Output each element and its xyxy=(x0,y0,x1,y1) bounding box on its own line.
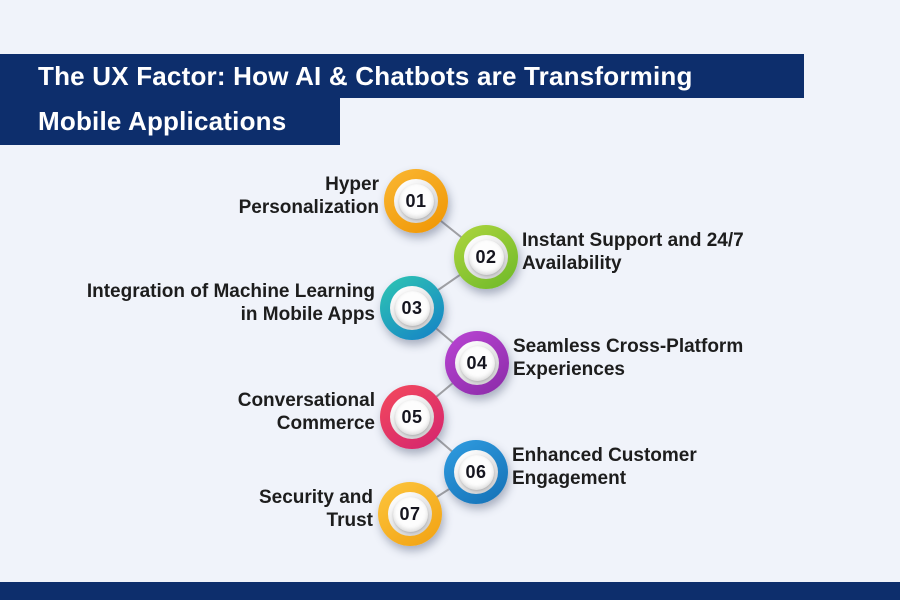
step-circle-06: 06 xyxy=(444,440,508,504)
step-label-line: in Mobile Apps xyxy=(240,304,375,325)
step-label-line: Seamless Cross-Platform xyxy=(513,336,744,357)
step-circle-bevel: 04 xyxy=(455,341,499,385)
step-circle-bevel: 06 xyxy=(454,450,498,494)
step-circle-face: 06 xyxy=(458,454,494,490)
step-circle-03: 03 xyxy=(380,276,444,340)
step-label-line: Commerce xyxy=(276,413,375,434)
step-label-line: Personalization xyxy=(238,197,379,218)
step-label-line: Trust xyxy=(326,510,373,531)
step-circle-bevel: 02 xyxy=(464,235,508,279)
step-circle-05: 05 xyxy=(380,385,444,449)
step-number: 04 xyxy=(466,352,488,373)
step-number: 06 xyxy=(465,461,487,482)
step-circle-bevel: 01 xyxy=(394,179,438,223)
title-banner-line1: The UX Factor: How AI & Chatbots are Tra… xyxy=(0,54,804,98)
step-circle-01: 01 xyxy=(384,169,448,233)
step-circle-bevel: 07 xyxy=(388,492,432,536)
step-circle-04: 04 xyxy=(445,331,509,395)
step-number: 01 xyxy=(405,190,427,211)
step-circle-face: 02 xyxy=(468,239,504,275)
step-circle-face: 01 xyxy=(398,183,434,219)
step-circle-bevel: 05 xyxy=(390,395,434,439)
step-circle-bevel: 03 xyxy=(390,286,434,330)
step-label-line: Availability xyxy=(522,253,622,274)
page-title-line1: The UX Factor: How AI & Chatbots are Tra… xyxy=(38,60,693,91)
step-label-line: Enhanced Customer xyxy=(512,445,697,466)
page-title-line2: Mobile Applications xyxy=(38,106,287,136)
step-number: 05 xyxy=(401,406,423,427)
step-circle-07: 07 xyxy=(378,482,442,546)
step-circle-face: 05 xyxy=(394,399,430,435)
step-number: 02 xyxy=(475,246,497,267)
step-label-line: Hyper xyxy=(325,174,379,195)
step-circle-02: 02 xyxy=(454,225,518,289)
step-label-line: Conversational xyxy=(237,390,375,411)
step-number: 03 xyxy=(401,297,423,318)
step-circle-face: 07 xyxy=(392,496,428,532)
step-label-line: Instant Support and 24/7 xyxy=(522,230,744,251)
step-label-line: Security and xyxy=(258,487,373,508)
step-label-line: Engagement xyxy=(512,468,627,489)
footer-bar xyxy=(0,582,900,600)
step-label-line: Integration of Machine Learning xyxy=(86,281,375,302)
step-circle-face: 03 xyxy=(394,290,430,326)
step-label-line: Experiences xyxy=(513,359,625,380)
title-banner-line2: Mobile Applications xyxy=(0,98,340,145)
step-number: 07 xyxy=(399,503,421,524)
step-circle-face: 04 xyxy=(459,345,495,381)
